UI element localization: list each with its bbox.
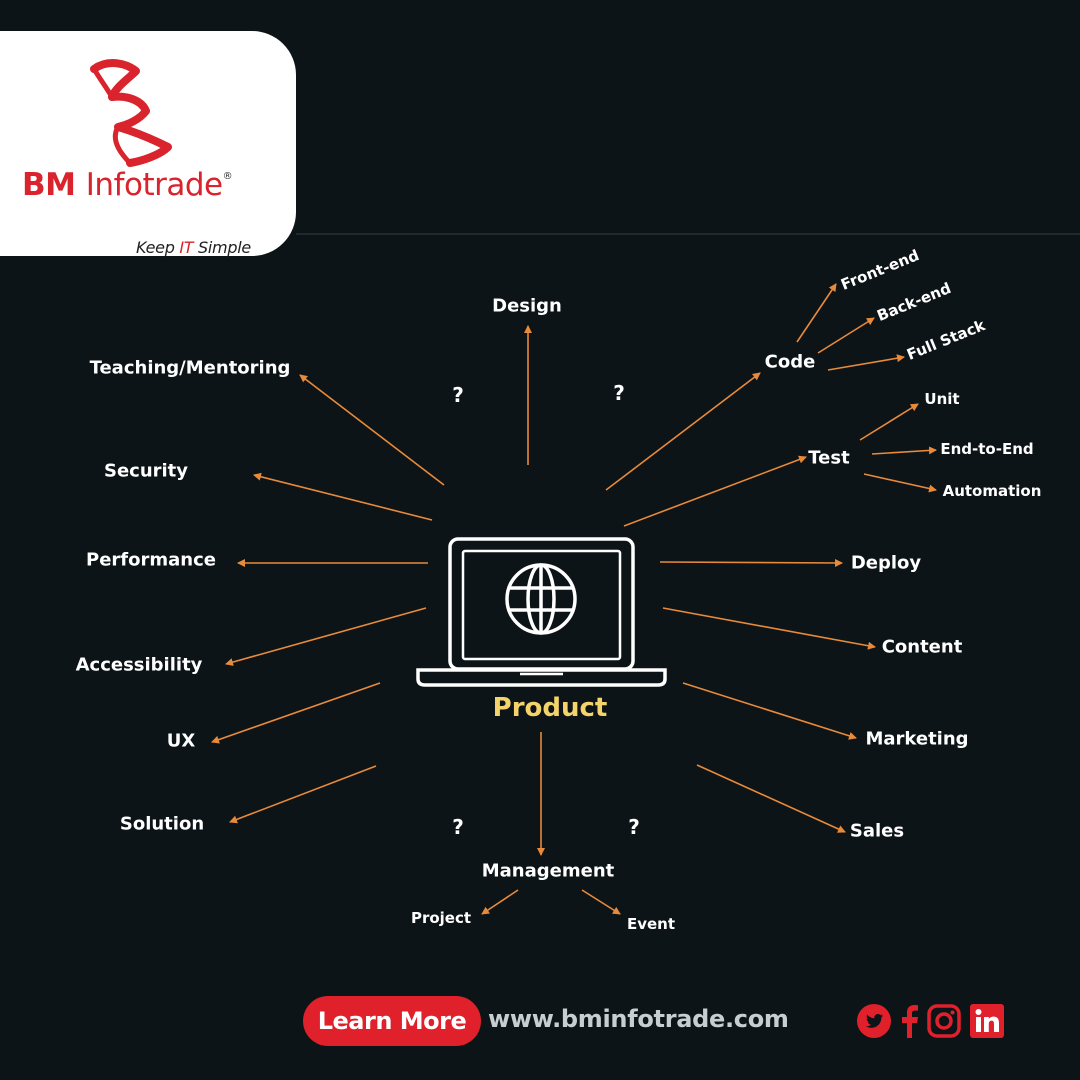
arrow-project [481, 889, 519, 915]
arrow-deploy [659, 558, 843, 567]
node-code: Code [764, 351, 816, 373]
question-mark: ? [613, 381, 625, 405]
instagram-icon[interactable] [927, 1004, 961, 1038]
node-performance: Performance [86, 549, 216, 571]
node-security: Security [103, 460, 189, 482]
node-accessibility: Accessibility [75, 654, 203, 676]
arrow-automation [863, 473, 937, 493]
arrow-end-to-end [871, 446, 937, 455]
header-divider [296, 233, 1080, 235]
question-mark: ? [452, 383, 464, 407]
node-marketing: Marketing [865, 728, 969, 750]
arrow-teaching [299, 374, 445, 486]
arrow-test [623, 455, 807, 527]
node-test: Test [808, 447, 850, 469]
arrow-accessibility [225, 607, 427, 666]
brand-name: BM Infotrade® [22, 167, 233, 203]
node-teaching-mentoring: Teaching/Mentoring [89, 357, 291, 379]
node-unit: Unit [924, 390, 960, 408]
node-design: Design [492, 295, 562, 317]
arrow-security [253, 472, 433, 521]
node-ux: UX [166, 730, 196, 752]
node-management: Management [481, 860, 615, 882]
node-deploy: Deploy [850, 552, 922, 574]
website-url[interactable]: www.bminfotrade.com [488, 1005, 789, 1033]
brand-logo-mark [90, 59, 172, 167]
arrow-code [605, 372, 761, 491]
question-mark: ? [452, 815, 464, 839]
node-automation: Automation [942, 482, 1042, 500]
arrow-solution [229, 765, 377, 824]
node-sales: Sales [849, 820, 905, 842]
node-content: Content [881, 636, 963, 658]
logo-card: BM Infotrade® Keep IT Simple [0, 31, 296, 257]
globe-icon [505, 563, 577, 635]
arrow-sales [696, 764, 846, 833]
node-event: Event [626, 915, 676, 933]
arrow-content [662, 607, 876, 650]
twitter-icon[interactable] [857, 1004, 891, 1038]
laptop-icon [416, 537, 667, 687]
arrow-front-end [796, 283, 837, 343]
arrow-back-end [817, 317, 875, 354]
node-project: Project [410, 909, 472, 927]
question-mark: ? [628, 815, 640, 839]
arrow-unit [859, 403, 919, 441]
arrow-full-stack [827, 354, 905, 371]
arrow-marketing [682, 682, 857, 740]
node-end-to-end: End-to-End [940, 440, 1034, 458]
center-product-label: Product [492, 693, 608, 723]
arrow-ux [211, 682, 381, 744]
node-solution: Solution [119, 813, 205, 835]
linkedin-icon[interactable] [970, 1004, 1004, 1038]
arrow-event [581, 889, 621, 915]
facebook-icon[interactable] [893, 1004, 927, 1038]
brand-tagline: Keep IT Simple [136, 238, 251, 257]
learn-more-button[interactable]: Learn More [303, 996, 481, 1046]
